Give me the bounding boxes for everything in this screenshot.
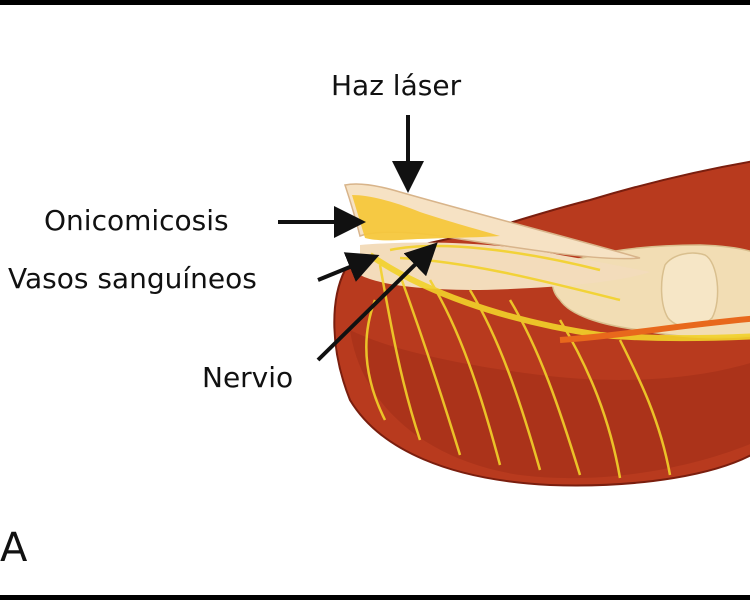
nerve-network [365,244,750,479]
panel-letter: A [0,525,28,571]
laser-beam-label: Haz láser [331,69,462,102]
nerve-label: Nervio [202,361,294,394]
blood-vessels-arrow [317,252,380,282]
bottom-border [0,595,750,600]
joint-bone [660,252,719,328]
toe-pad [350,330,750,479]
blood-vessel [559,315,750,343]
onychomycosis-area [352,195,500,241]
nerve-arrow [316,242,438,362]
onychomycosis-label: Onicomicosis [44,204,229,237]
top-border [0,0,750,5]
blood-vessels-label: Vasos sanguíneos [8,262,257,295]
